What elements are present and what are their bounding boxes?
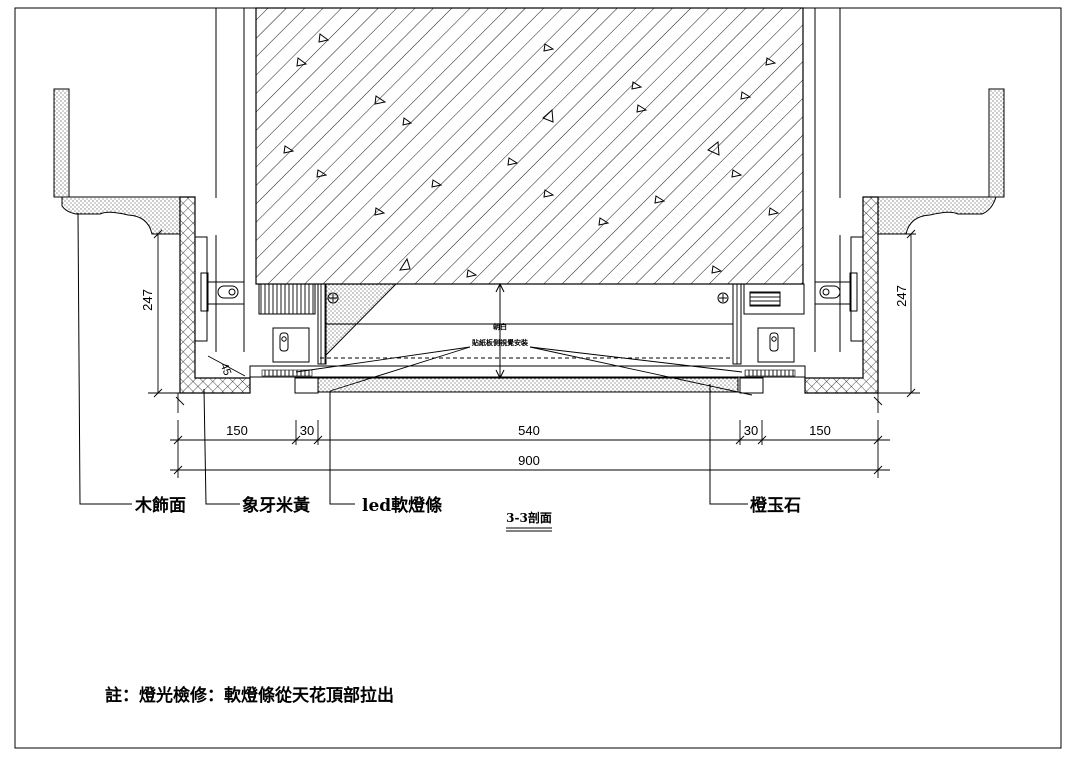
callout-wood-finish: 木飾面 — [134, 495, 186, 516]
note-text: 註：燈光檢修：軟燈條從天花頂部拉出 — [105, 685, 394, 706]
left-height-label: 247 — [140, 289, 155, 311]
right-height-label: 247 — [894, 285, 909, 307]
left-height-dimension — [148, 229, 185, 413]
ceiling-stone-strip — [195, 365, 863, 394]
dim-30-right: 30 — [744, 423, 758, 438]
section-title: 3-3剖面 — [506, 510, 552, 525]
center-label-top: 朝白 — [493, 322, 507, 331]
right-side-panel — [804, 196, 879, 394]
dimension-chain — [170, 420, 890, 478]
right-framing — [717, 283, 805, 365]
right-height-dimension — [873, 229, 920, 413]
dim-150-right: 150 — [809, 423, 831, 438]
dim-150-left: 150 — [226, 423, 248, 438]
dim-540: 540 — [518, 423, 540, 438]
dim-30-left: 30 — [300, 423, 314, 438]
center-label-bottom: 貼紙板側視覺安裝 — [471, 338, 529, 347]
angle-mark: 45 — [207, 355, 246, 378]
callout-leaders — [77, 212, 748, 505]
right-bracket — [814, 236, 864, 342]
left-bracket — [194, 236, 245, 342]
callout-ivory-beige: 象牙米黃 — [242, 495, 310, 516]
right-cornice — [877, 88, 1005, 235]
left-framing — [258, 283, 398, 365]
callout-orange-jade: 橙玉石 — [750, 495, 801, 516]
angle-label: 45 — [218, 362, 233, 378]
dim-900-total: 900 — [518, 453, 540, 468]
concrete-beam — [255, 7, 804, 285]
left-cornice — [53, 88, 181, 235]
callout-led-strip: led軟燈條 — [362, 495, 442, 516]
left-side-panel — [179, 196, 251, 394]
